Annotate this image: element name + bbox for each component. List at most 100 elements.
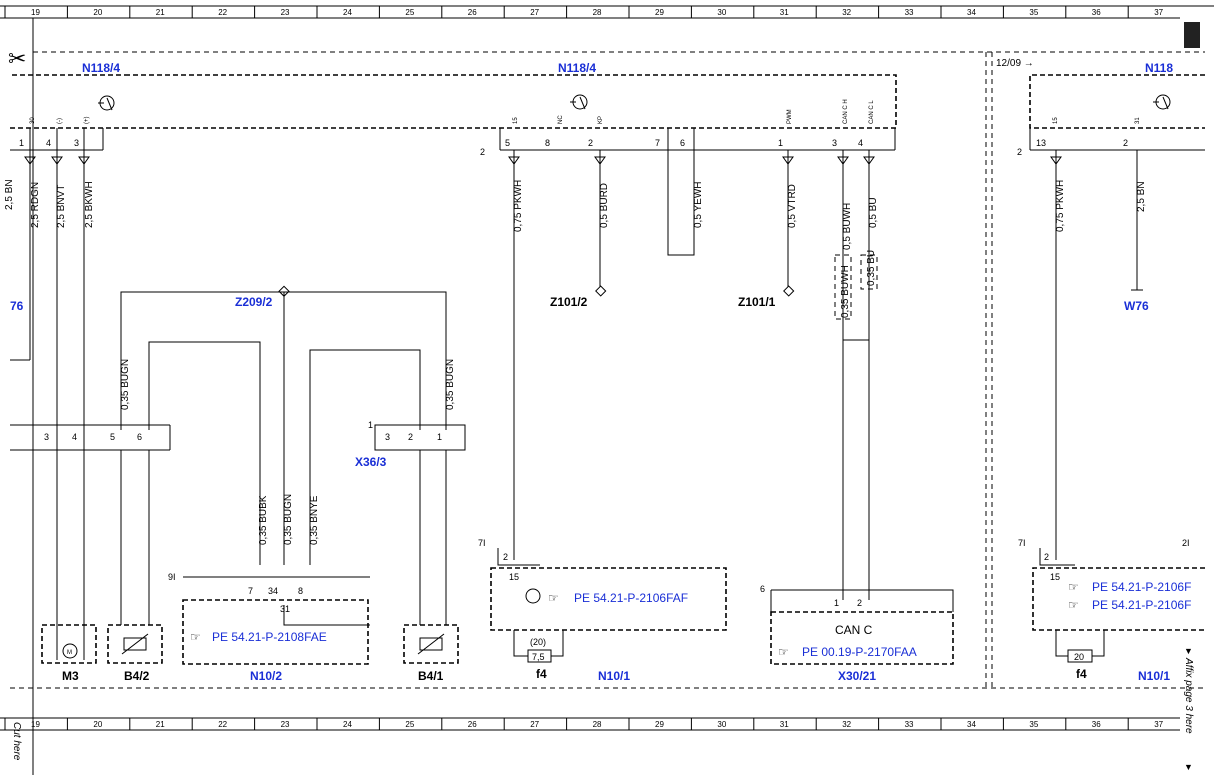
- grid-number: 30: [717, 720, 726, 729]
- grid-number: 37: [1154, 8, 1163, 17]
- svg-text:0,5 BURD: 0,5 BURD: [599, 183, 610, 228]
- w76-left-label: 76: [10, 299, 24, 313]
- svg-text:(+): (+): [84, 116, 90, 124]
- x30-21-label: X30/21: [838, 669, 876, 683]
- svg-text:15: 15: [509, 572, 519, 582]
- page-tab-icon: [1184, 22, 1200, 48]
- svg-text:2,5 BNVT: 2,5 BNVT: [56, 185, 67, 228]
- svg-text:3: 3: [385, 432, 390, 442]
- svg-text:15: 15: [513, 117, 519, 124]
- reference-icon: ☞: [778, 645, 789, 659]
- grid-number: 32: [842, 8, 851, 17]
- svg-text:0,75 PKWH: 0,75 PKWH: [513, 180, 524, 232]
- grid-number: 23: [281, 8, 290, 17]
- splices: Z209/2 Z101/2 Z101/1 76 W76: [10, 285, 1149, 313]
- grid-number: 26: [468, 720, 477, 729]
- grid-number: 20: [93, 720, 102, 729]
- svg-text:20: 20: [1074, 652, 1084, 662]
- n10-1-right-label: N10/1: [1138, 669, 1170, 683]
- f4-mid-label: f4: [536, 667, 547, 681]
- grid-number: 23: [281, 720, 290, 729]
- svg-text:31: 31: [280, 604, 290, 614]
- n118-4-mid-label: N118/4: [558, 61, 596, 75]
- svg-text:3: 3: [74, 138, 79, 148]
- svg-text:0,5 VTRD: 0,5 VTRD: [787, 184, 798, 228]
- svg-text:0,35 BU: 0,35 BU: [866, 250, 877, 286]
- svg-text:2,5 BKWH: 2,5 BKWH: [84, 181, 95, 228]
- n118-4-left-module: N118/4 30 (-) (+) 1 4 3: [10, 61, 125, 151]
- grid-number: 24: [343, 8, 352, 17]
- f4-right-label: f4: [1076, 667, 1087, 681]
- svg-text:9I: 9I: [168, 572, 176, 582]
- bugn-network: 0,35 BUGN 0,35 BUGN 0,35 BUBK 0,35 BUGN …: [120, 291, 456, 565]
- grid-number: 25: [405, 720, 414, 729]
- n118-4-left-label: N118/4: [82, 61, 120, 75]
- grid-number: 21: [156, 720, 165, 729]
- svg-text:CAN C L: CAN C L: [869, 100, 875, 124]
- reference-icon: ☞: [1068, 580, 1079, 594]
- grid-number: 19: [31, 8, 40, 17]
- svg-text:2: 2: [857, 598, 862, 608]
- svg-text:0,35 BUGN: 0,35 BUGN: [283, 494, 294, 545]
- svg-text:3: 3: [44, 432, 49, 442]
- svg-text:6: 6: [137, 432, 142, 442]
- svg-text:7I: 7I: [1018, 538, 1026, 548]
- arrow-down-icon: ▼: [1184, 762, 1193, 772]
- resistor-icon: [123, 637, 147, 651]
- svg-text:0,75 PKWH: 0,75 PKWH: [1055, 180, 1066, 232]
- grid-number: 26: [468, 8, 477, 17]
- svg-text:KP: KP: [598, 116, 604, 124]
- top-wires: 2,5 RDGN 2,5 BN 2,5 BNVT 2,5 BKWH 0,75 P…: [4, 128, 1147, 660]
- w76-right-label: W76: [1124, 299, 1149, 313]
- svg-text:5: 5: [110, 432, 115, 442]
- svg-text:2,5 BN: 2,5 BN: [4, 179, 15, 210]
- x36-3-connector: 1 3 2 1 X36/3: [355, 420, 466, 625]
- svg-text:15: 15: [1050, 572, 1060, 582]
- n10-1-ref: PE 54.21-P-2106FAF: [574, 591, 688, 605]
- grid-number: 34: [967, 8, 976, 17]
- n10-2-label: N10/2: [250, 669, 282, 683]
- svg-text:6: 6: [760, 584, 765, 594]
- n10-1-right-module: 7I 2 2I 15 ☞ PE 54.21-P-2106F ☞ PE 54.21…: [1018, 538, 1205, 683]
- svg-text:4: 4: [858, 138, 863, 148]
- svg-text:8: 8: [298, 586, 303, 596]
- svg-text:2: 2: [480, 147, 485, 157]
- n118-4-mid-module: N118/4 2 5 8 2 7 6 1 3 4 15 NC KP PWM CA…: [125, 61, 897, 157]
- svg-text:8: 8: [545, 138, 550, 148]
- svg-text:0,5 YEWH: 0,5 YEWH: [693, 182, 704, 229]
- svg-text:30: 30: [30, 117, 36, 124]
- svg-text:2,5 BN: 2,5 BN: [1136, 181, 1147, 212]
- svg-text:1: 1: [19, 138, 24, 148]
- z209-2-label: Z209/2: [235, 295, 273, 309]
- n10-2-ref: PE 54.21-P-2108FAE: [212, 630, 327, 644]
- b4-1-sensor: B4/1: [403, 624, 459, 683]
- grid-number: 24: [343, 720, 352, 729]
- grid-number: 21: [156, 8, 165, 17]
- svg-text:1: 1: [778, 138, 783, 148]
- svg-text:13: 13: [1036, 138, 1046, 148]
- svg-text:(-): (-): [57, 118, 63, 124]
- z101-1-label: Z101/1: [738, 295, 776, 309]
- svg-text:1: 1: [437, 432, 442, 442]
- svg-text:0,35 BUBK: 0,35 BUBK: [258, 495, 269, 545]
- svg-text:(20): (20): [530, 637, 546, 647]
- svg-text:15: 15: [1053, 117, 1059, 124]
- grid-number: 22: [218, 8, 227, 17]
- grid-number: 30: [717, 8, 726, 17]
- svg-text:2: 2: [1017, 147, 1022, 157]
- pin-arrows: [24, 156, 1062, 165]
- n118-right-module: N118 12/09 → 2 13 2 15 31: [996, 58, 1205, 157]
- x36-3-label: X36/3: [355, 455, 387, 469]
- connector-strip-left: 3 4 5 6: [10, 424, 171, 625]
- b4-2-sensor: B4/2: [107, 624, 163, 683]
- grid-number: 28: [593, 720, 602, 729]
- reference-icon: ☞: [1068, 598, 1079, 612]
- grid-number: 32: [842, 720, 851, 729]
- b4-2-label: B4/2: [124, 669, 150, 683]
- b4-1-label: B4/1: [418, 669, 444, 683]
- scissors-icon: ✂: [8, 47, 26, 72]
- m3-label: M3: [62, 669, 79, 683]
